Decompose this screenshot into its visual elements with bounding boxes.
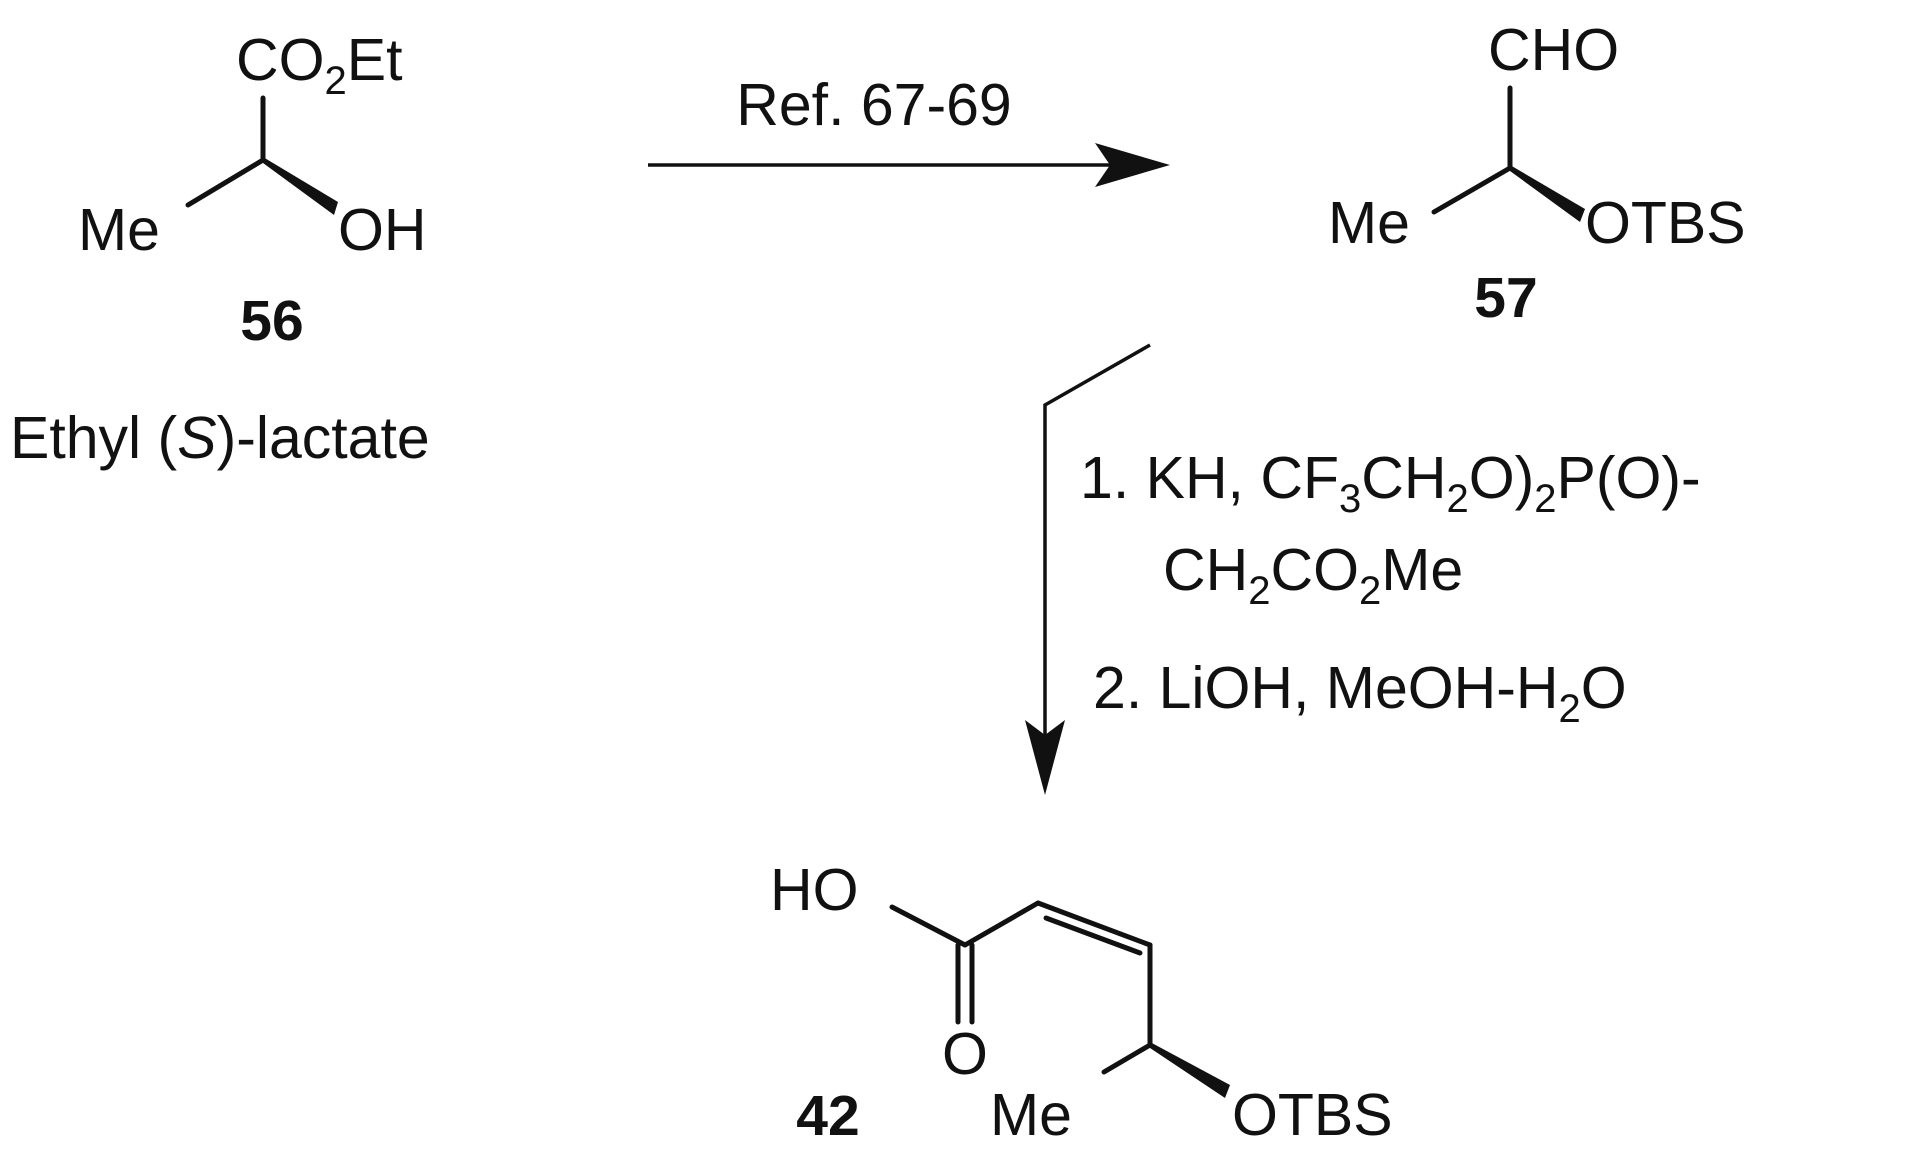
ester-group-label: CO2Et — [236, 27, 403, 103]
bond-alkene-double-outer — [1035, 900, 1153, 948]
methyl-label: Me — [78, 197, 160, 263]
aldehyde-label: CHO — [1488, 17, 1619, 83]
wedge-bond-hydroxyl — [263, 157, 338, 215]
wedge-bond-silyl-ether — [1150, 1042, 1230, 1098]
bond-carboxyl-oh — [889, 904, 968, 948]
bond-methyl — [185, 157, 266, 208]
bond-alkene-single — [962, 900, 1041, 948]
arrowhead-step2 — [1025, 720, 1065, 795]
bond-alkene-double-inner — [1043, 915, 1143, 956]
reaction-arrow-step2: 1. KH, CF3CH2O)2P(O)- CH2CO2Me 2. LiOH, … — [1025, 343, 1701, 795]
compound-name-56: Ethyl (S)-lactate — [10, 405, 430, 471]
compound-number-42: 42 — [796, 1084, 859, 1148]
wedge-bond-silyl-ether — [1510, 165, 1585, 222]
methyl-label: Me — [990, 1082, 1072, 1148]
methyl-label: Me — [1328, 190, 1410, 256]
compound-number-56: 56 — [240, 289, 303, 353]
arrow-shaft-step2 — [1043, 343, 1151, 740]
compound-number-57: 57 — [1474, 266, 1537, 330]
compound-42: HO O Me OTBS 42 — [770, 857, 1393, 1148]
bond-methyl — [1431, 165, 1513, 215]
compound-56: CO2Et Me OH 56 Ethyl (S)-lactate — [10, 27, 430, 471]
hydroxyl-label: OH — [338, 197, 427, 263]
step1-reagent-label: Ref. 67-69 — [736, 72, 1012, 138]
hydroxyl-label: HO — [770, 857, 859, 923]
reaction-arrow-step1: Ref. 67-69 — [648, 72, 1170, 187]
silyl-ether-label: OTBS — [1585, 190, 1746, 256]
step2-reagent-line2: CH2CO2Me — [1163, 537, 1463, 613]
step2-reagent-line3: 2. LiOH, MeOH-H2O — [1093, 655, 1627, 731]
compound-57: CHO Me OTBS 57 — [1328, 17, 1746, 330]
silyl-ether-label: OTBS — [1232, 1082, 1393, 1148]
step2-reagent-line1: 1. KH, CF3CH2O)2P(O)- — [1080, 445, 1701, 521]
carbonyl-oxygen-label: O — [942, 1021, 988, 1087]
arrowhead-step1 — [1095, 143, 1170, 187]
bond-methyl — [1101, 1042, 1153, 1075]
